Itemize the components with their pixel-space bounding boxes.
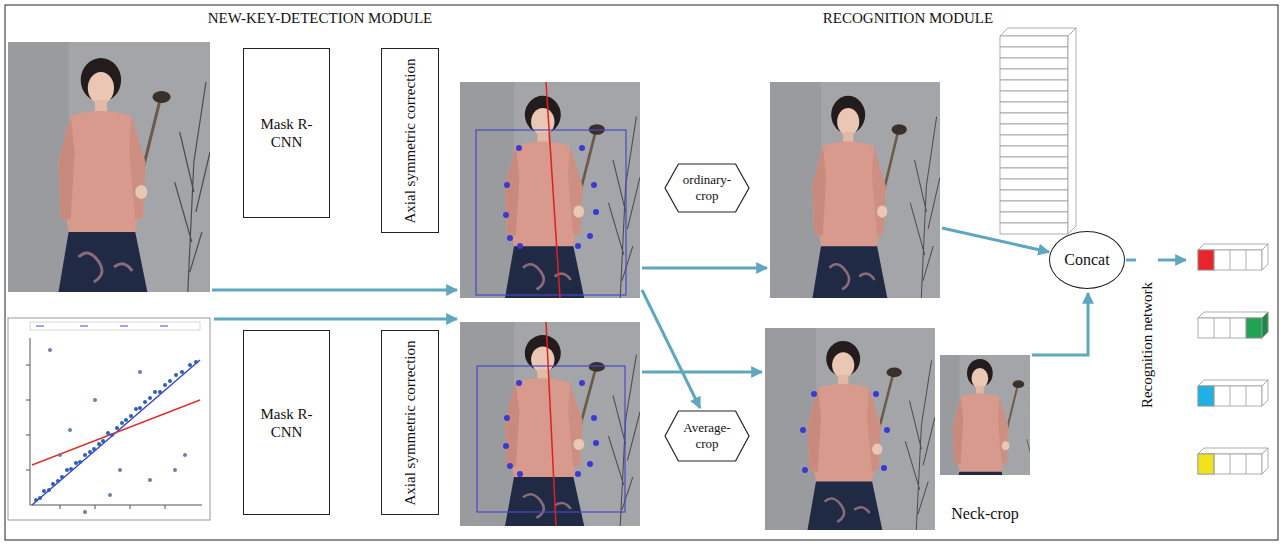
module-title: NEW-KEY-DETECTION MODULE: [208, 9, 433, 27]
network-label: Recognition network: [1138, 282, 1156, 408]
crop-hexagon: Average-crop: [665, 411, 749, 461]
node-text: Average-crop: [665, 420, 749, 451]
keypoint-overlay: [476, 82, 626, 298]
node-text: Mask R-CNN: [244, 405, 329, 441]
keypoint-overlay: [477, 322, 625, 526]
correction-box: Axial symmetric correction: [381, 48, 439, 233]
flow-arrows: [212, 228, 1186, 512]
ordinary-crop-photo: [770, 82, 940, 298]
feature-stack: [1000, 28, 1076, 234]
output-vectors: [1198, 244, 1268, 474]
model-box: Mask R-CNN: [243, 48, 330, 218]
crop-hexagon: ordinary-crop: [665, 164, 749, 212]
node-text: Axial symmetric correction: [401, 58, 419, 223]
keypoint-dots: [800, 391, 890, 473]
scatter-plot: [8, 318, 210, 520]
concat-ellipse: Concat: [1049, 231, 1125, 289]
node-text: Mask R-CNN: [244, 115, 329, 151]
node-text: Concat: [1060, 250, 1113, 269]
model-box: Mask R-CNN: [243, 330, 330, 515]
average-crop-photo: [765, 328, 935, 530]
correction-box: Axial symmetric correction: [381, 330, 439, 515]
module-title: RECOGNITION MODULE: [823, 9, 993, 27]
frame: [5, 5, 1278, 540]
input-photo: [8, 42, 210, 292]
neck-crop-photo: [921, 349, 1050, 511]
keypoint-photo: [460, 322, 640, 526]
keypoint-photo: [460, 82, 640, 298]
crop-label: Neck-crop: [951, 504, 1019, 523]
node-text: Axial symmetric correction: [401, 340, 419, 505]
node-text: ordinary-crop: [665, 172, 749, 203]
